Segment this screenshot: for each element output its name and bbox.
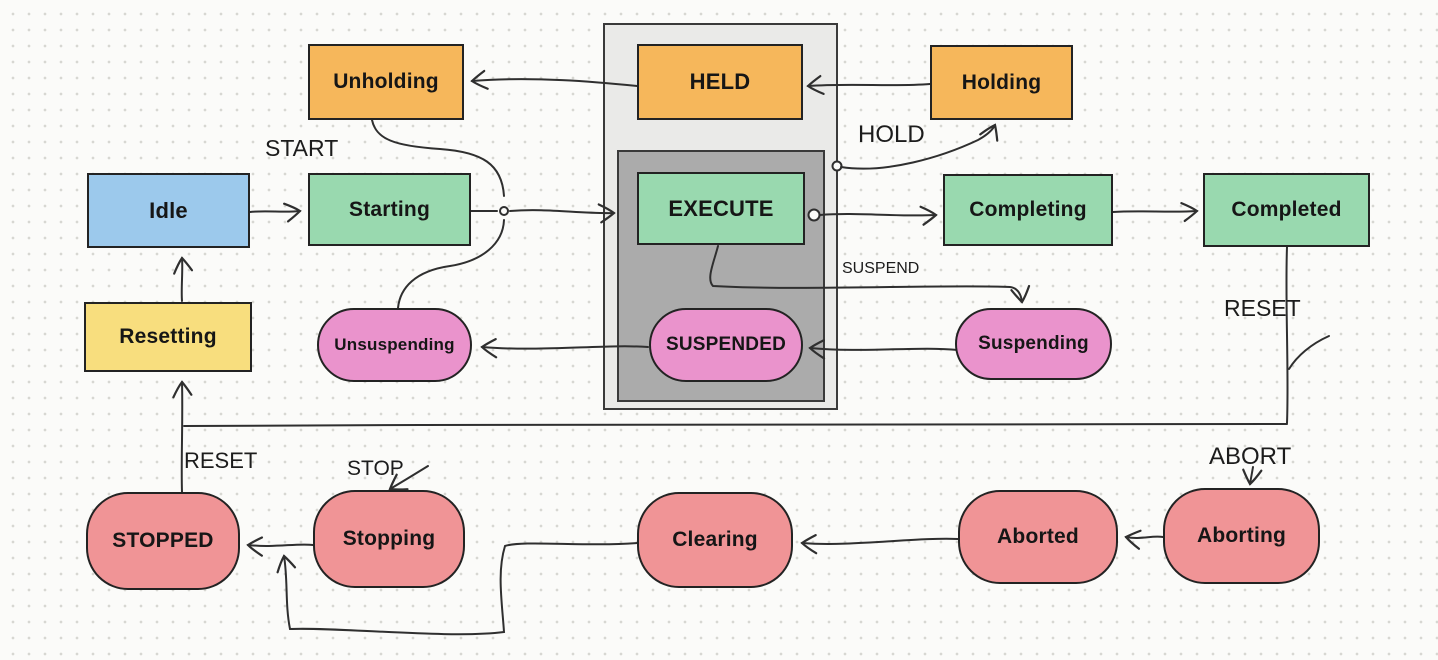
state-holding[interactable]: Holding bbox=[930, 45, 1073, 120]
state-resetting-label: Resetting bbox=[119, 325, 217, 348]
edge-completed-down bbox=[1285, 246, 1289, 424]
state-stopping[interactable]: Stopping bbox=[313, 490, 465, 588]
state-suspending[interactable]: Suspending bbox=[955, 308, 1112, 380]
transition-label-reset-bottom: RESET bbox=[184, 448, 258, 473]
state-clearing[interactable]: Clearing bbox=[637, 492, 793, 588]
state-stopped[interactable]: STOPPED bbox=[86, 492, 240, 590]
state-stopped-label: STOPPED bbox=[112, 529, 214, 552]
state-aborting[interactable]: Aborting bbox=[1163, 488, 1320, 584]
transition-label-abort: ABORT bbox=[1209, 443, 1292, 470]
state-execute-label: EXECUTE bbox=[668, 195, 774, 221]
state-aborted[interactable]: Aborted bbox=[958, 490, 1118, 584]
state-aborted-label: Aborted bbox=[997, 525, 1079, 548]
edge-suspending-suspended bbox=[808, 339, 959, 360]
state-suspended-label: SUSPENDED bbox=[665, 334, 787, 355]
edge-abort-aborting bbox=[1242, 466, 1263, 486]
edge-completing-completed bbox=[1112, 202, 1199, 223]
edge-completed-down-tick bbox=[1288, 335, 1330, 370]
state-completed-label: Completed bbox=[1231, 198, 1342, 221]
state-held-label: HELD bbox=[689, 69, 751, 94]
edge-reset-rail bbox=[183, 423, 1288, 427]
edge-aborted-clearing bbox=[800, 534, 959, 555]
edge-unsuspending-junction bbox=[397, 219, 505, 309]
state-held[interactable]: HELD bbox=[637, 44, 803, 120]
edge-stop-stopping bbox=[388, 465, 429, 491]
state-starting-label: Starting bbox=[349, 197, 430, 221]
state-idle-label: Idle bbox=[149, 197, 188, 223]
edge-resetting-idle bbox=[173, 256, 194, 302]
state-clearing-label: Clearing bbox=[672, 528, 758, 551]
state-execute[interactable]: EXECUTE bbox=[637, 172, 805, 245]
state-unholding-label: Unholding bbox=[333, 70, 439, 93]
state-stopping-label: Stopping bbox=[342, 527, 436, 550]
edge-clearing-stopped bbox=[276, 542, 638, 636]
edge-hold-holding bbox=[840, 123, 999, 170]
transition-label-start: START bbox=[265, 135, 339, 161]
transition-label-hold: HOLD bbox=[858, 121, 925, 148]
edge-idle-starting bbox=[249, 202, 302, 223]
edge-execute-suspending bbox=[709, 245, 1031, 304]
state-idle[interactable]: Idle bbox=[87, 173, 250, 248]
edge-held-unholding bbox=[470, 69, 638, 90]
edge-unholding-junction bbox=[371, 119, 505, 197]
state-unsuspending-label: Unsuspending bbox=[334, 335, 455, 354]
state-aborting-label: Aborting bbox=[1196, 524, 1287, 547]
state-starting[interactable]: Starting bbox=[308, 173, 471, 246]
transition-label-reset-right: RESET bbox=[1224, 295, 1301, 321]
edge-execute-completing bbox=[819, 205, 938, 226]
execute-exit-dot bbox=[807, 208, 821, 222]
edge-stopping-stopped bbox=[246, 536, 314, 557]
edge-junction-execute bbox=[509, 203, 616, 224]
state-resetting[interactable]: Resetting bbox=[84, 302, 252, 372]
transition-label-suspend: SUSPEND bbox=[842, 260, 920, 277]
edge-holding-held bbox=[806, 74, 931, 96]
edge-stopped-resetting bbox=[172, 380, 193, 493]
state-holding-label: Holding bbox=[961, 70, 1042, 94]
edge-aborting-aborted bbox=[1124, 529, 1164, 550]
state-completing-label: Completing bbox=[969, 198, 1087, 221]
edge-suspended-unsuspending bbox=[480, 338, 649, 359]
junction-dot-starting bbox=[499, 206, 509, 216]
state-suspending-label: Suspending bbox=[978, 333, 1089, 354]
state-completed[interactable]: Completed bbox=[1203, 173, 1370, 247]
transition-label-stop: STOP bbox=[347, 457, 404, 480]
state-completing[interactable]: Completing bbox=[943, 174, 1113, 246]
state-suspended[interactable]: SUSPENDED bbox=[649, 308, 803, 382]
state-unsuspending[interactable]: Unsuspending bbox=[317, 308, 472, 382]
state-unholding[interactable]: Unholding bbox=[308, 44, 464, 120]
hold-origin-loop bbox=[831, 160, 843, 172]
